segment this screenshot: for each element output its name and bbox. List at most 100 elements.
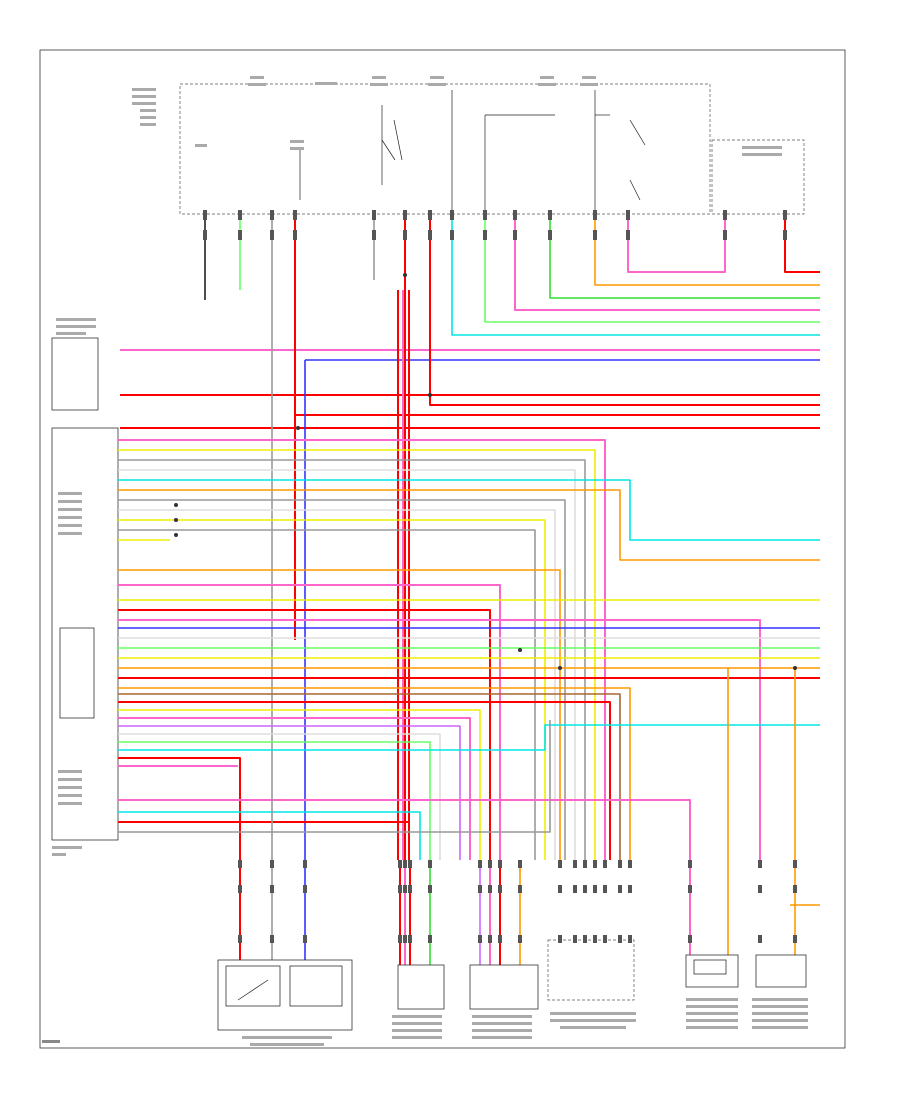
connector-pin xyxy=(498,860,502,868)
wire-gray xyxy=(118,459,586,860)
wire-cyan xyxy=(118,479,820,541)
wire-yellow xyxy=(118,519,546,860)
connector-pin xyxy=(238,860,242,868)
connector-pin xyxy=(618,935,622,943)
connector-pin xyxy=(372,210,376,220)
connector-pin xyxy=(488,885,492,893)
wire-pink xyxy=(118,619,761,860)
connector-pin xyxy=(593,210,597,220)
connector-pin xyxy=(593,860,597,868)
wire-pink xyxy=(627,214,726,273)
sensor-box-1 xyxy=(685,954,739,988)
ac-module-3-dashed xyxy=(547,939,635,1001)
wire-white xyxy=(118,509,556,860)
connector-pin xyxy=(758,885,762,893)
connector-pin xyxy=(688,885,692,893)
connector-pin xyxy=(238,935,242,943)
connector-pin xyxy=(483,230,487,240)
connector-pin xyxy=(293,230,297,240)
cluster-labels xyxy=(42,318,96,1043)
connector-pin xyxy=(372,230,376,240)
splice-dot xyxy=(403,273,407,277)
connector-pin xyxy=(723,210,727,220)
diagram-frame xyxy=(39,49,846,1049)
connector-pin xyxy=(573,860,577,868)
connector-pin xyxy=(783,230,787,240)
connector-pin xyxy=(403,860,407,868)
connector-pin xyxy=(203,210,207,220)
connector-pin xyxy=(618,885,622,893)
connector-pin xyxy=(688,860,692,868)
wire-gray xyxy=(118,720,551,833)
connector-pin xyxy=(270,885,274,893)
connector-pin xyxy=(488,860,492,868)
wire-white xyxy=(118,733,441,860)
connector-pin xyxy=(398,885,402,893)
connector-pin xyxy=(403,210,407,220)
connector-pin xyxy=(548,230,552,240)
ac-switch-1 xyxy=(225,965,281,1007)
splice-dot xyxy=(174,503,178,507)
connector-pin xyxy=(793,885,797,893)
connector-pin xyxy=(270,935,274,943)
connector-pin xyxy=(270,230,274,240)
left-connector-box xyxy=(51,337,99,411)
connector-pin xyxy=(403,230,407,240)
connector-pin xyxy=(603,935,607,943)
cluster-control-unit xyxy=(51,427,119,841)
connector-pin xyxy=(518,935,522,943)
connector-pin xyxy=(450,230,454,240)
sensor-box-2 xyxy=(755,954,807,988)
splice-dot xyxy=(428,393,432,397)
ac-module-2 xyxy=(469,964,539,1010)
ac-switch-box xyxy=(217,959,353,1031)
wire-gray xyxy=(118,499,566,860)
cluster-sub-box xyxy=(59,627,95,719)
connector-pin xyxy=(428,935,432,943)
connector-pin xyxy=(783,210,787,220)
connector-pin xyxy=(498,935,502,943)
fuse-labels xyxy=(132,76,782,156)
wire-violet xyxy=(118,725,461,860)
connector-pin xyxy=(203,230,207,240)
connector-pin xyxy=(573,935,577,943)
connector-pin xyxy=(688,935,692,943)
wire-green xyxy=(549,214,820,299)
connector-pin xyxy=(450,210,454,220)
connector-pin xyxy=(428,885,432,893)
ac-module-1 xyxy=(397,964,445,1010)
connector-pin xyxy=(398,860,402,868)
bottom-labels xyxy=(242,998,808,1046)
wire-pink xyxy=(118,799,691,955)
wire-red xyxy=(118,701,611,860)
connector-pin xyxy=(793,860,797,868)
ac-switch-2 xyxy=(289,965,343,1007)
connector-pin xyxy=(488,935,492,943)
wire-white xyxy=(118,469,576,860)
wire-pink xyxy=(118,439,606,860)
right-top-box xyxy=(711,139,805,215)
connector-pin xyxy=(238,230,242,240)
connector-pin xyxy=(583,860,587,868)
wire-red xyxy=(118,757,241,960)
connector-pin xyxy=(270,210,274,220)
splice-dot xyxy=(174,518,178,522)
connector-pin xyxy=(408,860,412,868)
connector-pin xyxy=(483,210,487,220)
wire-orange xyxy=(118,687,631,860)
connector-pin xyxy=(303,935,307,943)
wires xyxy=(118,214,820,965)
connector-pin xyxy=(758,860,762,868)
connectors xyxy=(174,210,797,943)
connector-pin xyxy=(558,860,562,868)
wire-yellow xyxy=(118,449,596,860)
connector-pin xyxy=(398,935,402,943)
wire-red xyxy=(784,214,820,273)
connector-pin xyxy=(628,885,632,893)
relay-switches xyxy=(299,90,646,214)
wire-lightgreen xyxy=(118,741,431,860)
connector-pin xyxy=(428,230,432,240)
connector-pin xyxy=(558,885,562,893)
connector-pin xyxy=(593,885,597,893)
